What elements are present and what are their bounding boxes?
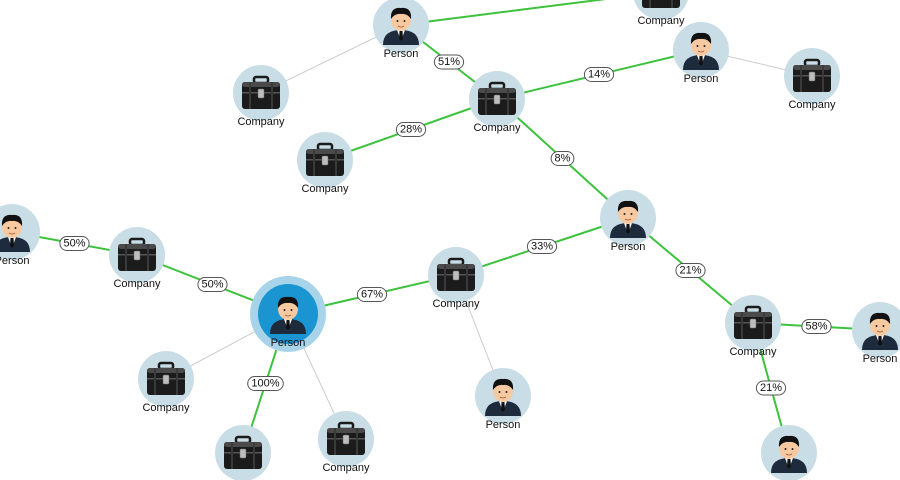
percentage-text: 67%	[361, 289, 383, 301]
company-node[interactable]: Company	[633, 0, 689, 27]
person-node[interactable]: Person	[250, 276, 326, 352]
company-node[interactable]: Company	[725, 295, 781, 358]
percentage-text: 14%	[588, 69, 610, 81]
person-node[interactable]: Person	[0, 204, 40, 267]
percentage-text: 33%	[531, 241, 553, 253]
person-icon	[270, 296, 306, 334]
briefcase-icon	[437, 257, 475, 291]
node-label: Company	[301, 183, 349, 195]
percentage-label: 21%	[755, 380, 787, 396]
company-node[interactable]: Company	[784, 48, 840, 111]
person-icon	[862, 312, 898, 350]
node-label: Person	[271, 337, 306, 349]
briefcase-icon	[642, 0, 680, 8]
node-label: Person	[863, 353, 898, 365]
person-node[interactable]: Person	[673, 22, 729, 85]
node-label: Company	[432, 298, 480, 310]
percentage-label: 50%	[197, 277, 228, 292]
node-label: Person	[384, 48, 419, 60]
briefcase-icon	[734, 305, 772, 339]
company-node[interactable]: Company	[109, 227, 165, 290]
briefcase-icon	[118, 237, 156, 271]
person-node[interactable]: Person	[373, 0, 429, 60]
node-label: Person	[486, 419, 521, 431]
percentage-text: 21%	[679, 265, 701, 277]
node-label: Company	[237, 116, 285, 128]
percentage-label: 14%	[583, 67, 615, 82]
person-icon	[485, 378, 521, 416]
percentage-labels-layer: 51% 14% 28% 8% 50% 50% 67% 33% 21% 58% 21% 100%	[59, 54, 832, 396]
node-label: Company	[113, 278, 161, 290]
company-node[interactable]: Company	[318, 411, 374, 474]
person-node[interactable]	[761, 425, 817, 480]
percentage-text: 21%	[760, 382, 782, 394]
node-label: Company	[788, 99, 836, 111]
percentage-label: 21%	[675, 263, 706, 278]
briefcase-icon	[147, 361, 185, 395]
percentage-label: 8%	[550, 151, 575, 166]
briefcase-icon	[242, 75, 280, 109]
company-node[interactable]: Company	[469, 71, 525, 134]
company-node[interactable]: Company	[138, 351, 194, 414]
person-icon	[771, 435, 807, 473]
percentage-text: 28%	[400, 124, 422, 136]
person-icon	[610, 200, 646, 238]
node-label: Company	[142, 402, 190, 414]
percentage-text: 58%	[805, 321, 827, 333]
person-node[interactable]: Person	[600, 190, 656, 253]
company-node[interactable]	[215, 425, 271, 480]
percentage-label: 100%	[247, 376, 284, 391]
node-label: Person	[611, 241, 646, 253]
percentage-text: 50%	[201, 279, 223, 291]
person-node[interactable]: Person	[852, 302, 900, 365]
percentage-label: 51%	[433, 54, 465, 70]
node-label: Person	[0, 255, 29, 267]
briefcase-icon	[224, 435, 262, 469]
percentage-label: 58%	[801, 319, 832, 334]
percentage-label: 50%	[59, 236, 90, 251]
node-label: Company	[637, 15, 685, 27]
percentage-text: 100%	[251, 378, 279, 390]
percentage-text: 8%	[555, 153, 571, 165]
briefcase-icon	[478, 81, 516, 115]
person-icon	[383, 7, 419, 45]
percentage-text: 51%	[438, 56, 460, 68]
company-node[interactable]: Company	[297, 132, 353, 195]
percentage-label: 28%	[395, 122, 427, 137]
company-node[interactable]: Company	[233, 65, 289, 128]
node-label: Person	[684, 73, 719, 85]
percentage-text: 50%	[63, 238, 85, 250]
node-label: Company	[322, 462, 370, 474]
node-label: Company	[473, 122, 521, 134]
percentage-label: 33%	[526, 239, 558, 254]
person-icon	[683, 32, 719, 70]
briefcase-icon	[793, 58, 831, 92]
company-node[interactable]: Company	[428, 247, 484, 310]
node-label: Company	[729, 346, 777, 358]
briefcase-icon	[306, 142, 344, 176]
briefcase-icon	[327, 421, 365, 455]
person-node[interactable]: Person	[475, 368, 531, 431]
percentage-label: 67%	[356, 287, 388, 302]
ownership-edge[interactable]	[400, 0, 661, 26]
person-icon	[0, 214, 30, 252]
